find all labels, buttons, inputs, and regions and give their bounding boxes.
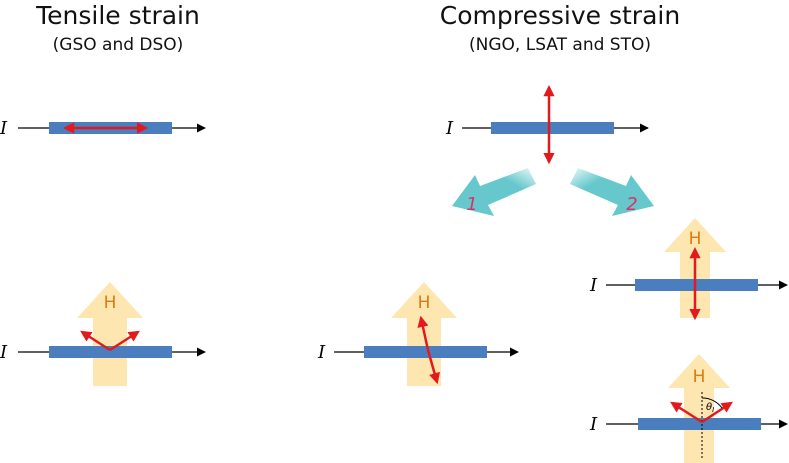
compressive-zero-field-panel: I bbox=[445, 85, 649, 165]
angle-arc bbox=[701, 397, 723, 409]
moment-up-tilted-arrow bbox=[417, 315, 430, 351]
compressive-subtitle: (NGO, LSAT and STO) bbox=[469, 35, 651, 55]
moment-canted-left-arrow bbox=[670, 401, 703, 424]
field-arrow bbox=[77, 282, 143, 386]
film-strip bbox=[635, 279, 758, 291]
current-label: I bbox=[445, 118, 454, 139]
moment-down-tilted-arrow bbox=[426, 349, 440, 385]
path-2-label: 2 bbox=[626, 194, 637, 215]
moment-canted-right-arrow bbox=[109, 330, 140, 352]
moment-canted-right-arrow bbox=[701, 401, 733, 424]
field-label: H bbox=[418, 293, 431, 313]
tensile-heading: Tensile strain (GSO and DSO) bbox=[18, 2, 218, 56]
current-label: I bbox=[589, 414, 598, 435]
theta-subscript: I bbox=[712, 406, 714, 414]
film-strip bbox=[491, 122, 614, 134]
field-arrow bbox=[668, 354, 730, 463]
field-label: H bbox=[689, 229, 702, 249]
tensile-zero-field-panel: I bbox=[0, 118, 206, 139]
moment-canted-left-arrow bbox=[80, 330, 111, 352]
film-strip bbox=[49, 346, 172, 358]
compressive-path-2-lower-panel: H I θI bbox=[589, 354, 788, 463]
tensile-field-panel: H I bbox=[0, 282, 206, 386]
compressive-path-1-panel: H I bbox=[317, 282, 519, 386]
compressive-title: Compressive strain bbox=[439, 1, 681, 30]
path-2-arrow: 2 bbox=[570, 168, 654, 216]
current-label: I bbox=[0, 342, 8, 363]
field-label: H bbox=[104, 293, 117, 313]
angle-label: θI bbox=[706, 402, 714, 414]
compressive-path-2-upper-panel: H I bbox=[589, 218, 788, 321]
current-label: I bbox=[589, 275, 598, 296]
compressive-heading: Compressive strain (NGO, LSAT and STO) bbox=[395, 2, 725, 56]
path-1-label: 1 bbox=[466, 194, 477, 215]
field-label: H bbox=[693, 367, 706, 387]
tensile-subtitle: (GSO and DSO) bbox=[52, 35, 184, 55]
current-label: I bbox=[317, 342, 326, 363]
path-1-arrow: 1 bbox=[452, 168, 536, 216]
current-label: I bbox=[0, 118, 8, 139]
tensile-title: Tensile strain bbox=[36, 1, 200, 30]
film-strip bbox=[364, 346, 487, 358]
theta-symbol: θ bbox=[706, 402, 712, 413]
film-strip bbox=[638, 418, 761, 430]
